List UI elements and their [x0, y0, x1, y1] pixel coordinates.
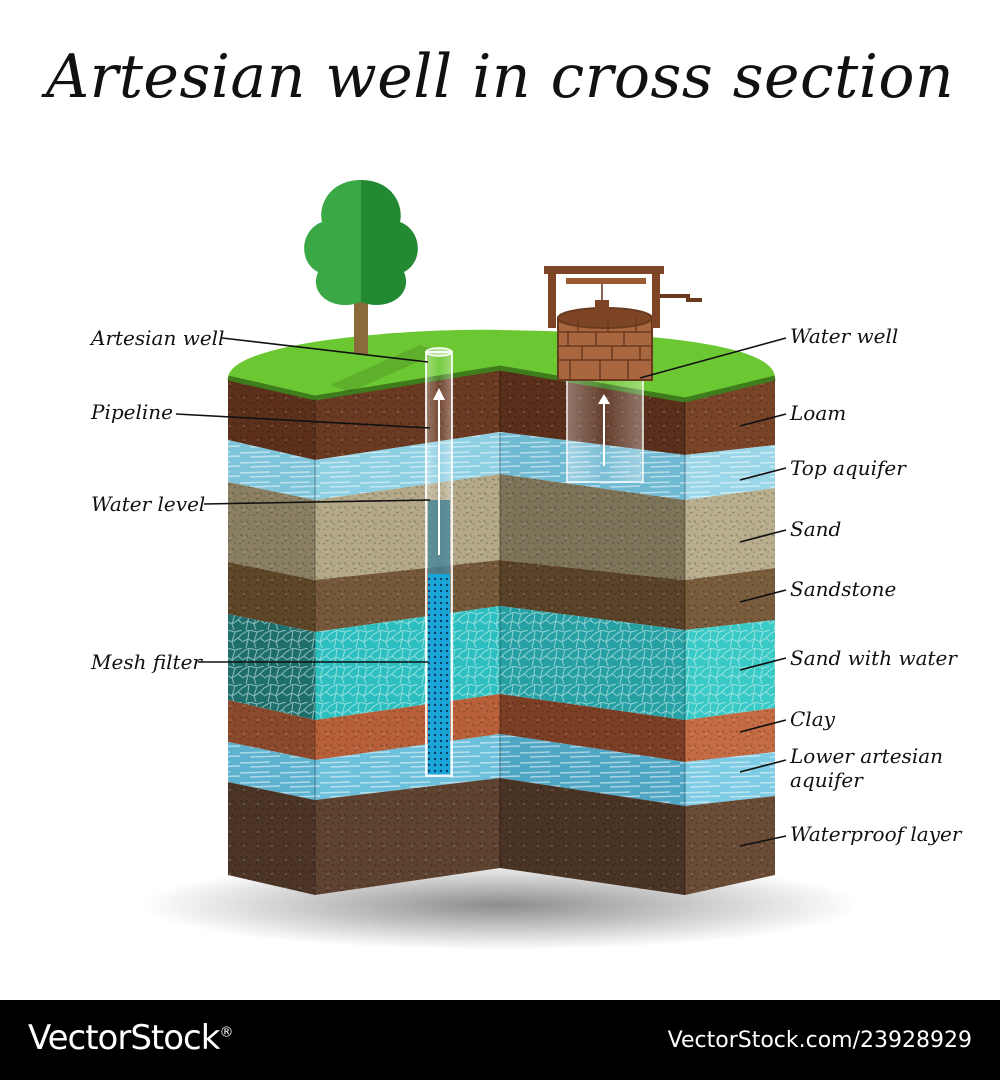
label-waterproof-layer: Waterproof layer — [790, 822, 962, 846]
brand-mark: ® — [219, 1024, 233, 1041]
image-credit: VectorStock.com/23928929 — [667, 1028, 972, 1053]
layer-sand — [228, 474, 775, 580]
label-lower-artesian-aquifer-line1: Lower artesian — [790, 744, 944, 768]
tree-icon — [304, 180, 418, 354]
layer-waterproof — [228, 778, 775, 895]
brand-name: VectorStock — [28, 1018, 220, 1058]
layer-sand-with-water — [228, 606, 775, 720]
label-clay: Clay — [790, 707, 835, 731]
artesian-well-pipe — [425, 347, 453, 777]
cross-section-diagram — [140, 180, 860, 950]
layer-top-aquifer — [228, 432, 775, 500]
label-artesian-well: Artesian well — [91, 326, 225, 350]
label-water-well: Water well — [790, 324, 899, 348]
layer-clay — [228, 694, 775, 762]
soil-layers — [228, 368, 775, 895]
label-water-level: Water level — [91, 492, 206, 516]
brand-logo[interactable]: VectorStock® — [28, 1018, 233, 1058]
label-sand: Sand — [790, 517, 842, 541]
leader-lines — [175, 337, 787, 847]
label-sandstone: Sandstone — [790, 577, 897, 601]
diagram-title: Artesian well in cross section — [45, 42, 955, 112]
footer-bar: VectorStock® VectorStock.com/23928929 — [0, 1000, 1000, 1080]
water-well-icon — [544, 266, 702, 483]
label-lower-artesian-aquifer-line2: aquifer — [790, 768, 863, 792]
label-mesh-filter: Mesh filter — [91, 650, 202, 674]
label-top-aquifer: Top aquifer — [790, 456, 906, 480]
mesh-filter-icon — [428, 574, 450, 774]
label-sand-with-water: Sand with water — [790, 646, 957, 670]
layer-sandstone — [228, 560, 775, 632]
label-pipeline: Pipeline — [91, 400, 174, 424]
label-loam: Loam — [790, 401, 847, 425]
